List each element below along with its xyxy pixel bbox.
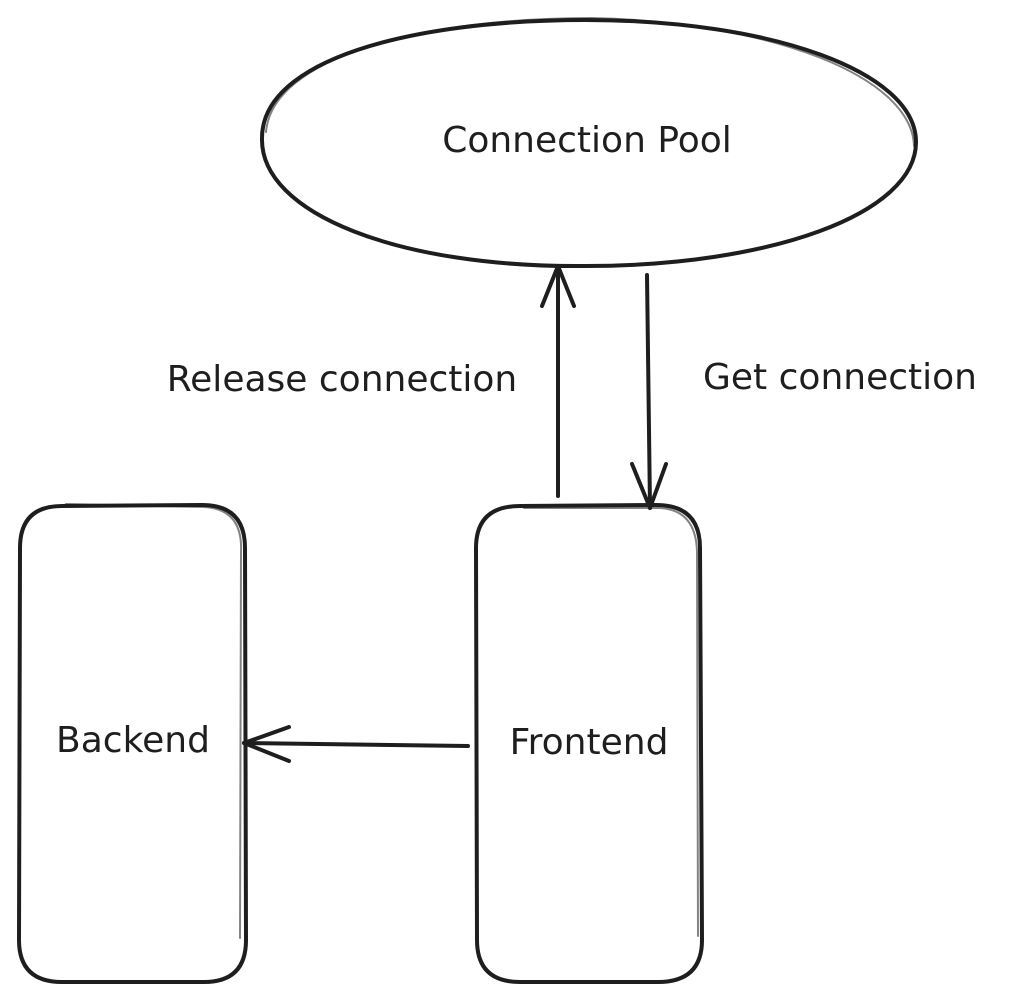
connection-pool-node[interactable]: Connection Pool [259,17,918,269]
release-connection-label: Release connection [167,359,517,400]
backend-box-sketch [65,503,243,939]
call-arrow-shaft [242,741,470,748]
connection-pool-label: Connection Pool [442,120,732,161]
frontend-label: Frontend [510,722,669,763]
get-connection-arrow [630,273,668,510]
backend-label: Backend [56,720,210,761]
backend-node[interactable]: Backend [17,503,248,984]
frontend-box-sketch [523,507,699,937]
frontend-node[interactable]: Frontend [474,503,704,984]
frontend-box [474,503,704,984]
connection-pool-ellipse-sketch [265,17,915,147]
call-arrow-head [242,725,291,763]
release-arrow-head [540,264,576,308]
get-arrow-head [630,462,668,510]
release-connection-arrow [540,264,576,498]
frontend-to-backend-arrow [242,725,470,763]
backend-box [17,503,248,984]
get-connection-label: Get connection [703,357,977,398]
get-arrow-shaft [645,273,652,510]
